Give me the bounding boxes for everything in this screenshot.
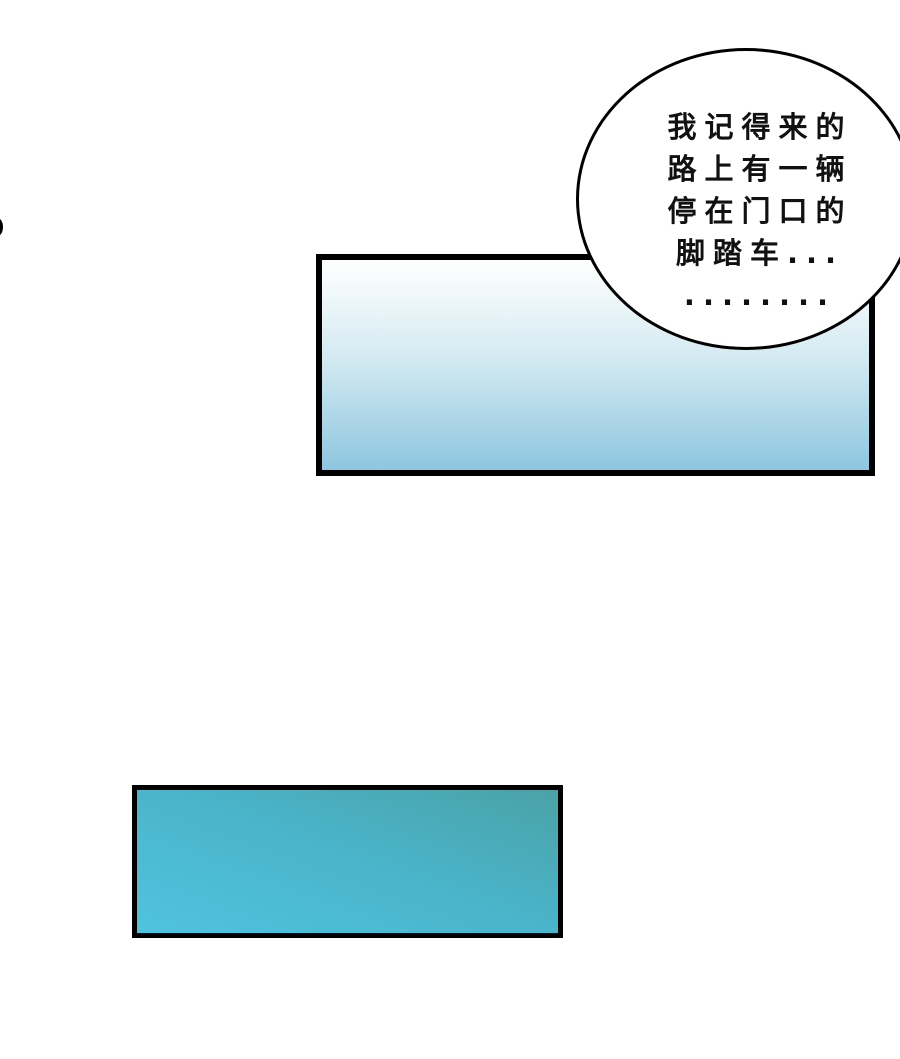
bubble-line: 停在门口的 [667,194,853,228]
partial-bubble-edge [0,218,3,236]
bubble-line: 我记得来的 [667,110,853,144]
speech-bubble-text: 我记得来的 路上有一辆 停在门口的 脚踏车... ........ [650,106,870,316]
speech-bubble [576,48,900,350]
comic-panel-teal [132,785,563,938]
bubble-line: 脚踏车... [675,236,845,270]
bubble-line: 路上有一辆 [667,152,853,186]
bubble-line: ........ [683,278,837,312]
